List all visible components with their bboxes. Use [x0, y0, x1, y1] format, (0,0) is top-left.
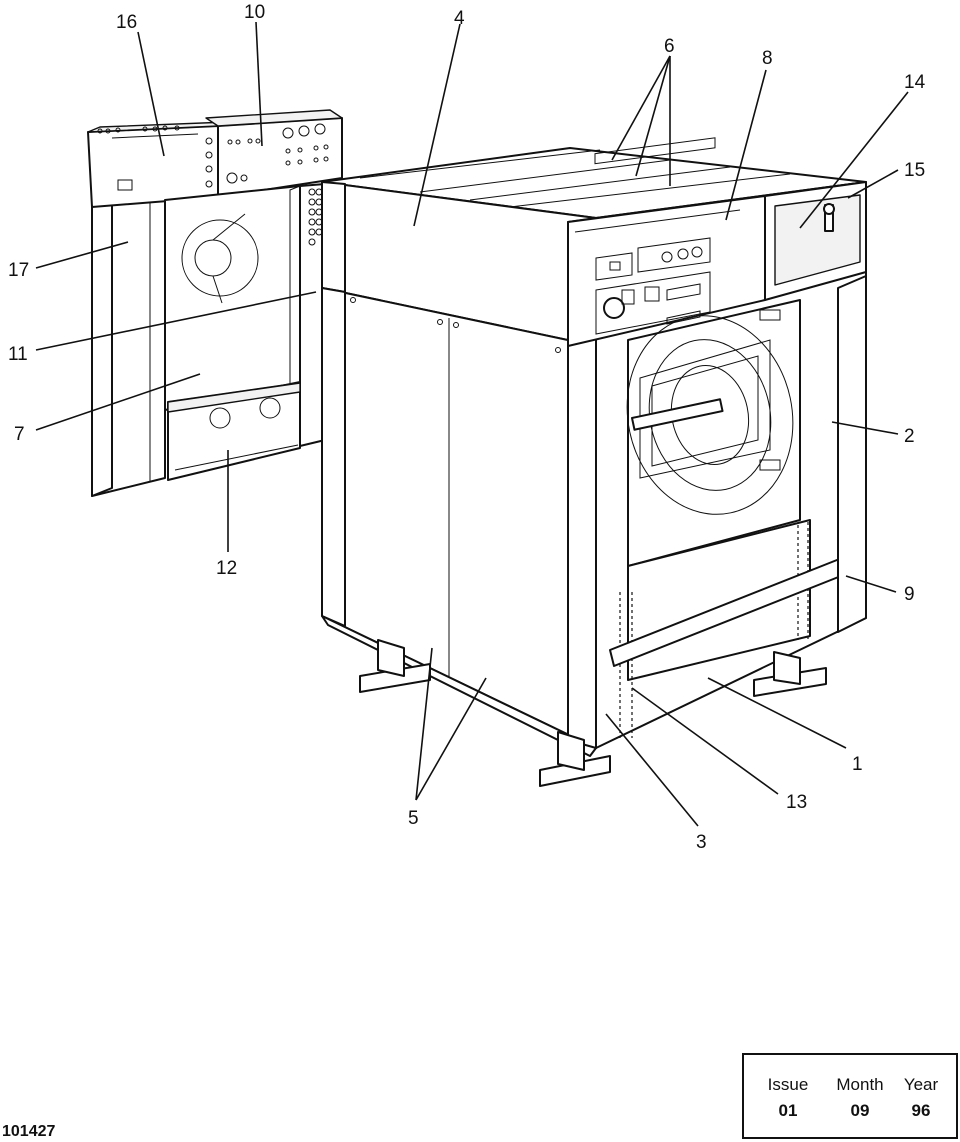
callout-12: 12: [216, 558, 237, 579]
callout-labels: 16 10 4 6 8 14 15 17 11 7 2 12 9 1 13 5 …: [8, 2, 926, 853]
callout-11: 11: [8, 344, 28, 365]
year-value: 96: [911, 1101, 931, 1120]
callout-13: 13: [786, 792, 807, 813]
year-column: Year 96: [896, 1075, 946, 1121]
month-value: 09: [850, 1101, 870, 1120]
callout-16: 16: [116, 12, 137, 33]
callout-15: 15: [904, 160, 925, 181]
side-panel-assembly: [87, 109, 343, 497]
month-column: Month 09: [830, 1075, 890, 1121]
callout-10: 10: [244, 2, 265, 23]
callout-4: 4: [454, 8, 465, 29]
callout-6: 6: [664, 36, 675, 57]
issue-box: Issue 01 Month 09 Year 96: [742, 1053, 958, 1139]
issue-column: Issue 01: [762, 1075, 814, 1121]
leader-lines: [35, 21, 909, 827]
drawing-number: 101427: [2, 1123, 56, 1140]
year-label: Year: [903, 1075, 939, 1094]
callout-9: 9: [904, 584, 915, 605]
issue-value: 01: [778, 1101, 798, 1120]
callout-2: 2: [904, 426, 915, 447]
callout-8: 8: [762, 48, 773, 69]
callout-17: 17: [8, 260, 29, 281]
callout-3: 3: [696, 832, 707, 853]
callout-5: 5: [408, 808, 419, 829]
issue-label: Issue: [767, 1075, 809, 1094]
callout-14: 14: [904, 72, 926, 93]
callout-7: 7: [14, 424, 25, 445]
month-label: Month: [836, 1075, 884, 1094]
callout-1: 1: [852, 754, 863, 775]
washer-extractor: [321, 137, 867, 787]
